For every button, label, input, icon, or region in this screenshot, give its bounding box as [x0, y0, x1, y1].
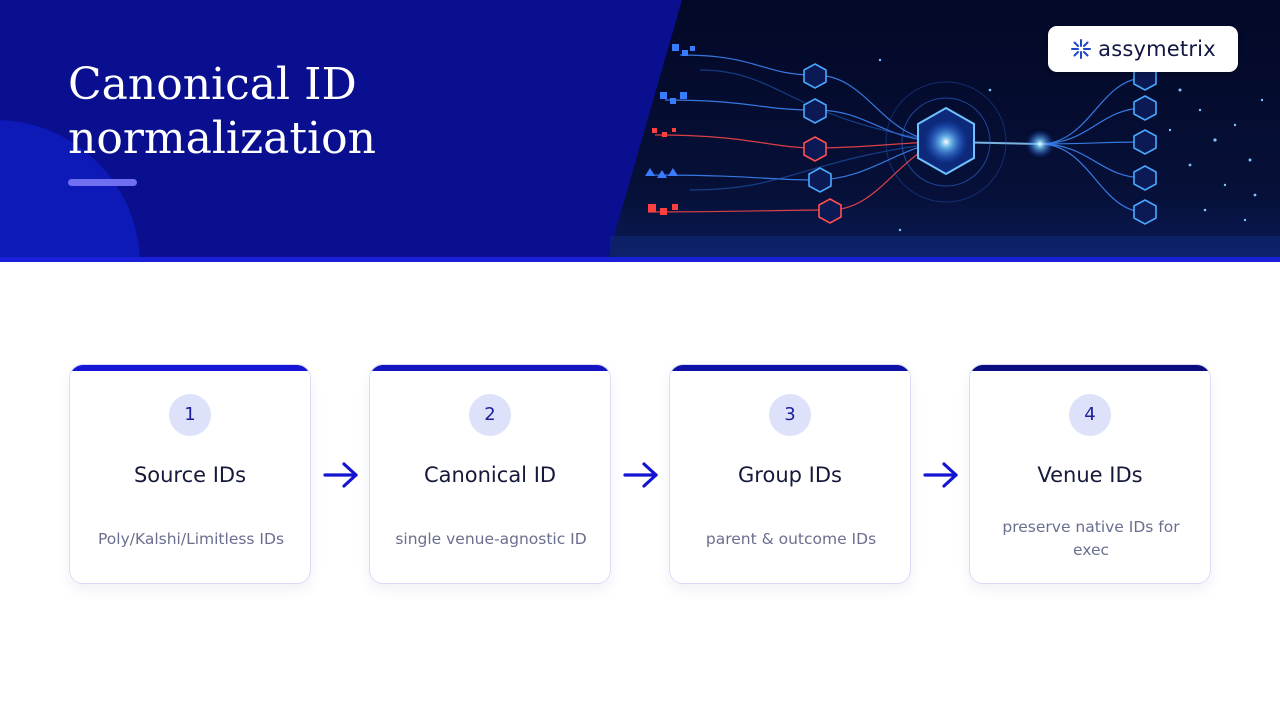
step-description: parent & outcome IDs — [705, 530, 877, 548]
card-accent-bar — [370, 365, 610, 371]
step-card-3: 3 Group IDs parent & outcome IDs — [669, 364, 911, 584]
step-title: Venue IDs — [1037, 463, 1143, 487]
card-accent-bar — [970, 365, 1210, 371]
step-title: Source IDs — [133, 463, 247, 487]
step-description: preserve native IDs for exec — [1002, 518, 1180, 559]
logo-text: assymetrix — [1098, 37, 1216, 61]
title-underline — [68, 179, 137, 186]
step-title: Group IDs — [738, 463, 842, 487]
step-number: 1 — [169, 394, 211, 436]
step-card-1: 1 Source IDs Poly/Kalshi/Limitless IDs — [69, 364, 311, 584]
card-accent-bar — [670, 365, 910, 371]
step-number: 3 — [769, 394, 811, 436]
step-number: 2 — [469, 394, 511, 436]
step-card-4: 4 Venue IDs preserve native IDs for exec — [969, 364, 1211, 584]
page-title: Canonical ID normalization — [68, 58, 488, 166]
header-banner: Canonical ID normalization assymetrix — [0, 0, 1280, 262]
arrow-right-icon — [323, 462, 358, 488]
page-title-line-2: normalization — [68, 113, 376, 164]
arrow-right-icon — [623, 462, 658, 488]
step-number: 4 — [1069, 394, 1111, 436]
card-accent-bar — [70, 365, 310, 371]
header-bottom-rule — [0, 257, 1280, 262]
step-description: single venue-agnostic ID — [395, 530, 587, 548]
arrow-right-icon — [923, 462, 958, 488]
step-card-2: 2 Canonical ID single venue-agnostic ID — [369, 364, 611, 584]
logo-burst-icon — [1071, 39, 1092, 59]
brand-logo: assymetrix — [1048, 26, 1238, 72]
step-description: Poly/Kalshi/Limitless IDs — [97, 530, 285, 548]
page-title-line-1: Canonical ID — [68, 59, 357, 110]
step-title: Canonical ID — [423, 463, 557, 487]
